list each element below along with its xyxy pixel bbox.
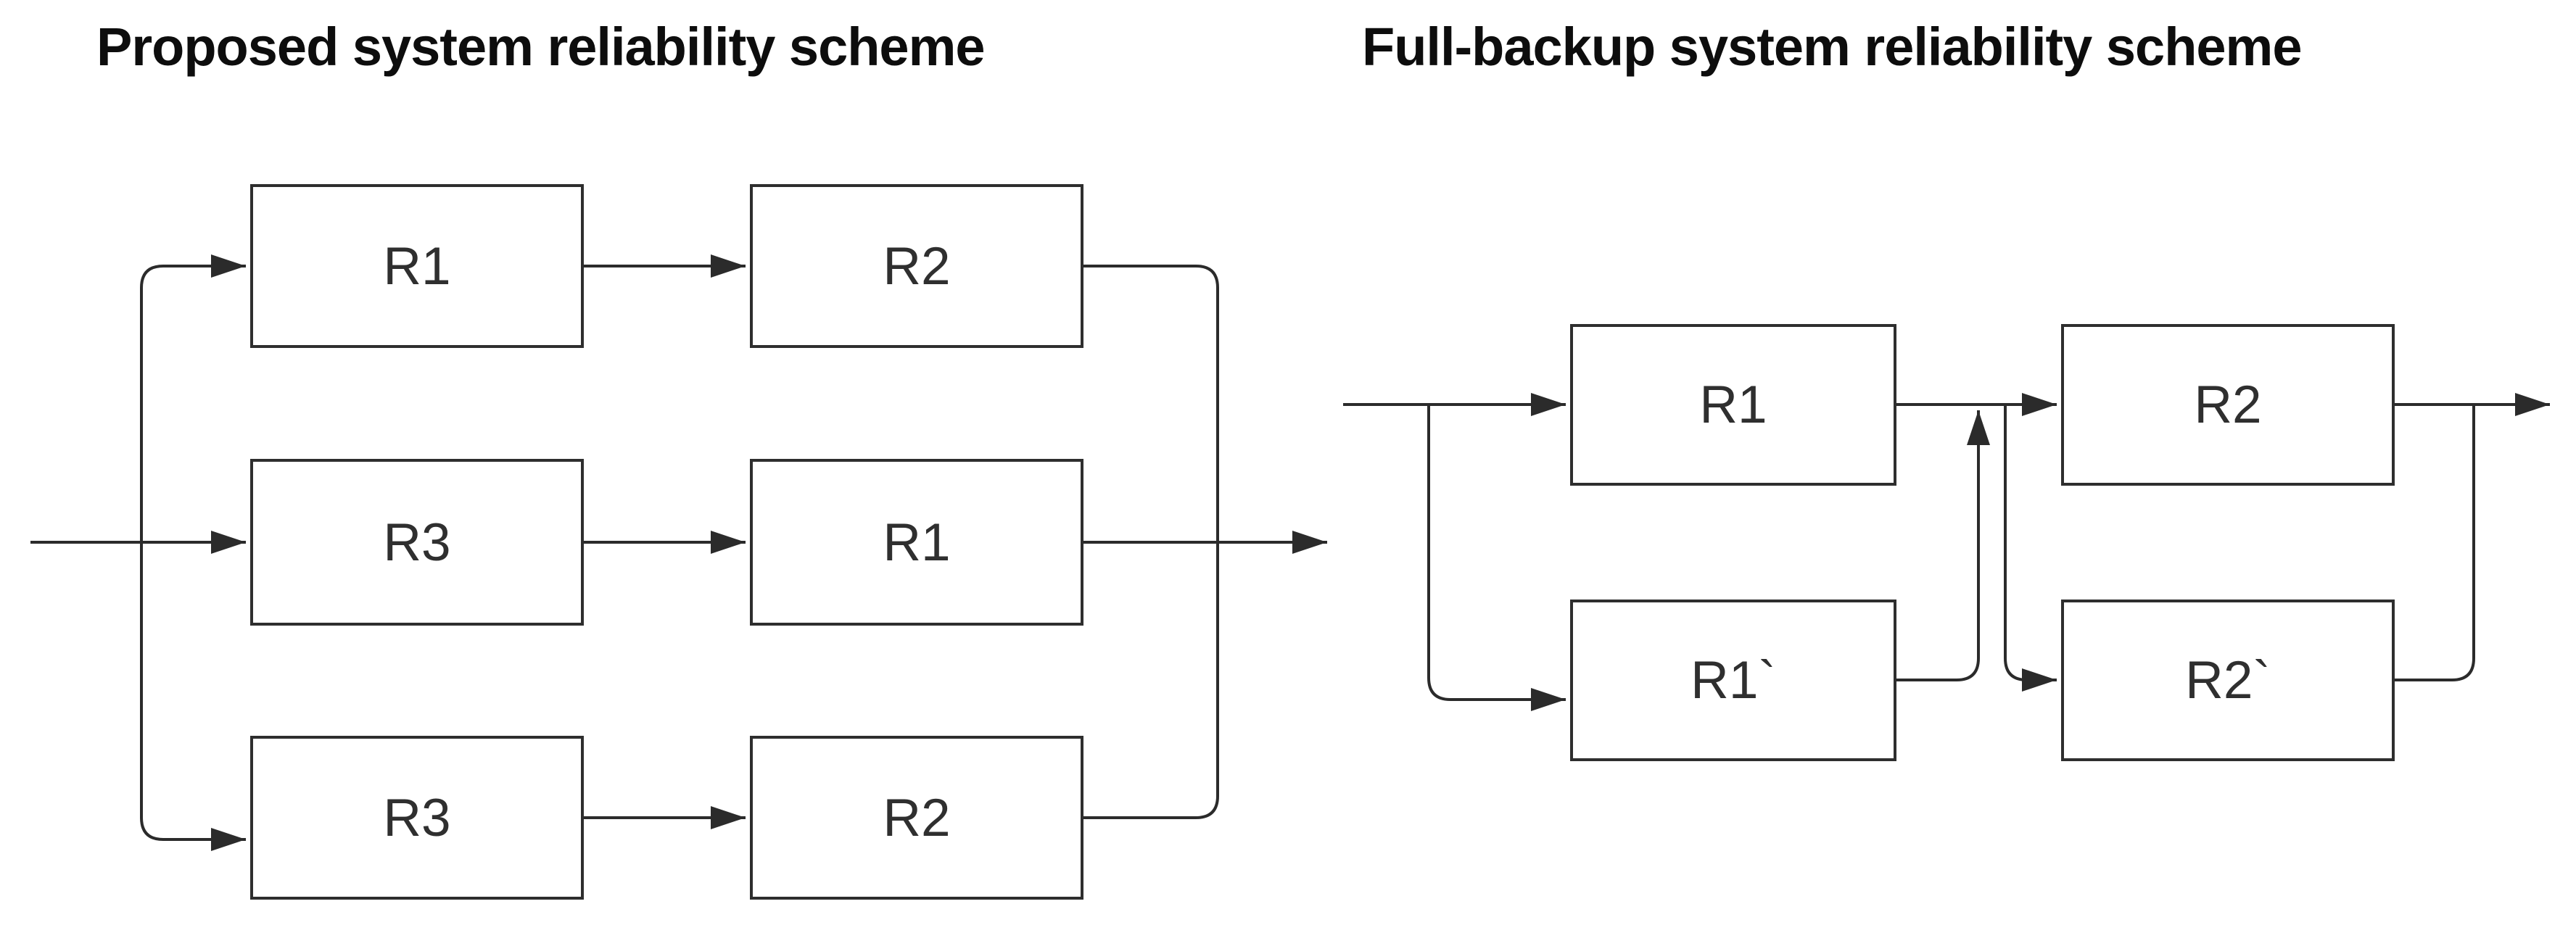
node-label: R3 [383, 513, 451, 572]
node-label: R1 [1699, 376, 1767, 434]
backup-scheme-title: Full-backup system reliability scheme [1362, 17, 2303, 77]
node-label: R3 [383, 788, 451, 847]
connector-b-r1-backup-merge-up [1896, 410, 1990, 681]
node-label: R1 [883, 513, 951, 572]
node-proposed-row3-r2: R2 [750, 736, 1083, 900]
node-label: R1 [383, 236, 451, 296]
node-label: R1` [1690, 651, 1776, 710]
node-backup-r2: R2 [2061, 324, 2395, 486]
node-proposed-row1-r1: R1 [250, 184, 584, 348]
node-proposed-row2-r3: R3 [250, 459, 584, 626]
node-backup-r2-prime: R2` [2061, 600, 2395, 761]
connector-b-r2-backup-merge [2395, 406, 2475, 681]
node-label: R2` [2185, 651, 2271, 710]
connector-b-input-branch [1427, 405, 1566, 711]
node-label: R2 [883, 236, 951, 296]
node-proposed-row2-r1: R1 [750, 459, 1083, 626]
connector-p-branch-top [140, 254, 246, 542]
node-backup-r1: R1 [1570, 324, 1896, 486]
connector-p-branch-bottom [140, 542, 246, 851]
connector-b-split-to-r2-backup [2004, 405, 2057, 692]
proposed-scheme-title: Proposed system reliability scheme [96, 17, 986, 77]
node-proposed-row3-r3: R3 [250, 736, 584, 900]
node-label: R2 [883, 788, 951, 847]
node-proposed-row1-r2: R2 [750, 184, 1083, 348]
node-label: R2 [2194, 376, 2262, 434]
node-backup-r1-prime: R1` [1570, 600, 1896, 761]
